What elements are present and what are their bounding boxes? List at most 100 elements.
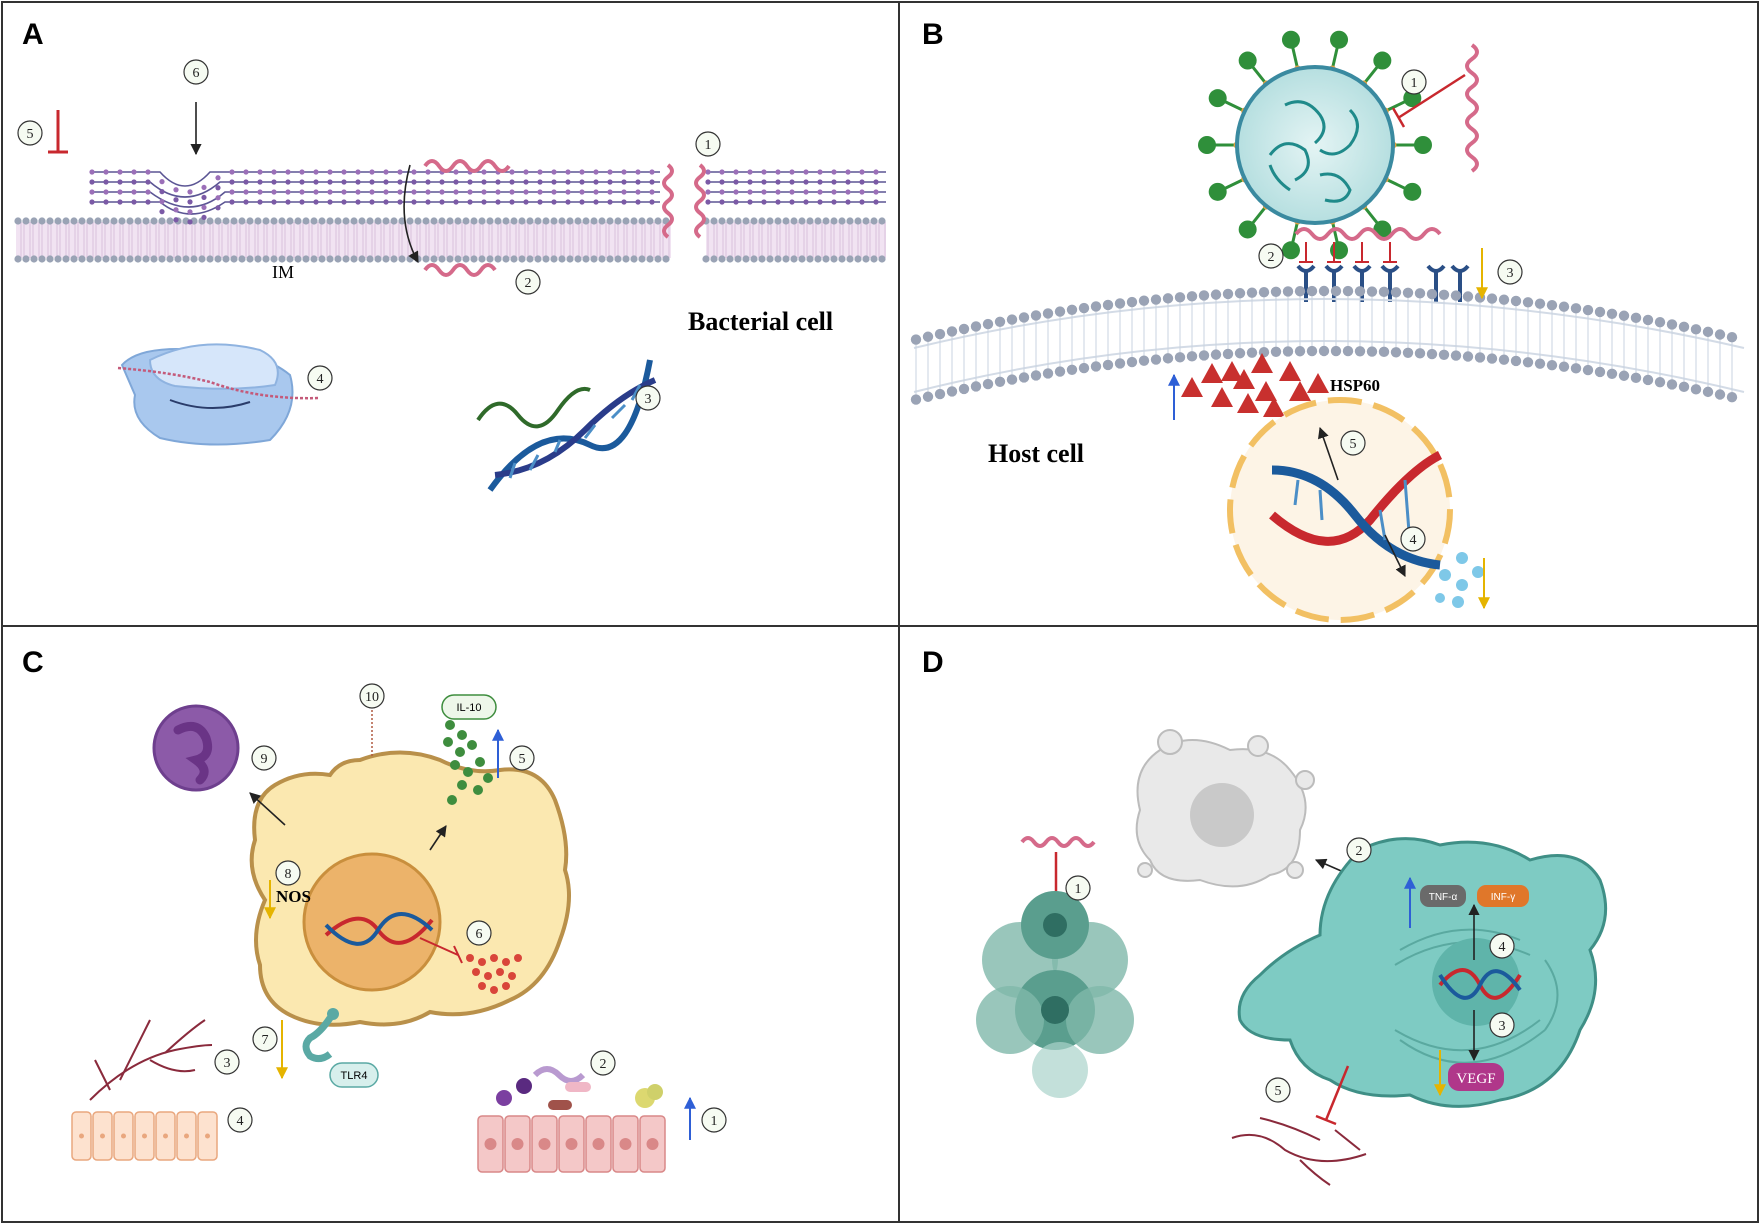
marker-b-4: 4 [1400,526,1426,552]
dna-helix-a [476,359,657,492]
host-membrane [910,285,1745,405]
gut-bacteria [496,1066,663,1110]
label-vegf: VEGF [1456,1071,1495,1087]
marker-c-4: 4 [227,1107,253,1133]
epithelium-right [477,1115,666,1173]
marker-b-2: 2 [1258,243,1284,269]
marker-c-9: 9 [251,745,277,771]
svg-text:8: 8 [285,867,292,882]
svg-text:2: 2 [600,1057,607,1072]
tlr4-receptor [302,1008,339,1063]
blood-vessels-c [89,1019,213,1101]
svg-text:7: 7 [262,1033,269,1048]
inf-gamma-box [1477,885,1529,907]
label-hsp60: HSP60 [1330,376,1380,395]
receptor-blocks [1299,242,1397,263]
marker-c-6: 6 [466,920,492,946]
marker-d-5: 5 [1265,1077,1291,1103]
svg-text:2: 2 [525,276,532,291]
inhibition-symbol-a5 [48,110,68,154]
immune-cell-nucleus [1432,938,1520,1026]
marker-a-6: 6 [183,59,209,85]
arrow-b5 [1318,426,1339,481]
blood-vessels-d [1231,1117,1367,1186]
peptidoglycan-layers [90,171,886,215]
svg-text:4: 4 [317,372,324,387]
marker-c-7: 7 [252,1026,278,1052]
svg-text:5: 5 [1275,1084,1282,1099]
marker-a-1: 1 [695,131,721,157]
peptide-b1 [1465,43,1479,173]
svg-text:1: 1 [705,138,712,153]
label-inf: INF-γ [1491,892,1515,903]
tlr4-box [329,1062,379,1088]
panel-c: C [22,646,727,1173]
inner-membrane [14,217,886,263]
marker-c-1: 1 [701,1107,727,1133]
arrow-c-il10 [429,825,447,851]
hsp60-proteins [1181,353,1329,417]
svg-text:5: 5 [27,127,34,142]
marker-c-2: 2 [590,1050,616,1076]
svg-text:2: 2 [1356,844,1363,859]
marker-c-5: 5 [509,745,535,771]
svg-text:3: 3 [1499,1019,1506,1034]
svg-text:1: 1 [1075,882,1082,897]
svg-text:4: 4 [1410,533,1417,548]
panel-letter-b: B [922,18,944,51]
label-il10: IL-10 [456,702,481,714]
peptide-d1 [1020,836,1096,848]
label-tlr4: TLR4 [341,1070,368,1082]
arrow-c9 [249,792,286,826]
marker-a-3: 3 [635,385,661,411]
tumor-cell-cluster [976,891,1134,1098]
label-tnf: TNF-α [1429,892,1458,903]
label-im: IM [272,262,294,282]
panel-a: A IM Bacterial cell [14,18,886,492]
marker-c-10: 10 [359,683,385,709]
dna-helix-c [324,912,434,946]
translocated-peptide [423,263,497,277]
label-nos: NOS [276,887,311,906]
label-bacterial-cell: Bacterial cell [688,307,833,336]
il10-granules [443,720,493,805]
inhibition-b1 [1391,73,1466,128]
surface-peptide [423,159,511,173]
marker-d-1: 1 [1065,875,1091,901]
svg-text:6: 6 [476,927,483,942]
svg-text:9: 9 [261,752,268,767]
marker-a-4: 4 [307,365,333,391]
virus-particle [1198,30,1432,260]
pore-peptide-right [694,163,706,239]
vegf-box [1448,1063,1504,1091]
panel-letter-d: D [922,646,944,679]
svg-text:4: 4 [1499,940,1506,955]
panel-b: B [910,18,1745,623]
apoptotic-cell [1135,729,1315,888]
ribosome-illustration [117,343,321,446]
marker-d-4: 4 [1489,933,1515,959]
svg-text:2: 2 [1268,250,1275,265]
svg-text:10: 10 [365,690,379,705]
label-host-cell: Host cell [988,439,1084,468]
panel-letter-a: A [22,18,44,51]
neutrophil [152,704,240,792]
pore-peptide-left [662,163,674,239]
secreted-particles-b [1435,552,1484,608]
svg-text:3: 3 [1507,266,1514,281]
peptidoglycan-beads [89,169,879,225]
dna-helix-d [1438,968,1522,1000]
svg-text:3: 3 [224,1056,231,1071]
marker-d-2: 2 [1346,837,1372,863]
marker-b-3: 3 [1497,259,1523,285]
inhibition-d5 [1315,1065,1350,1126]
svg-text:4: 4 [237,1114,244,1129]
marker-a-5: 5 [17,120,43,146]
marker-c-8: 8 [275,860,301,886]
marker-d-3: 3 [1489,1012,1515,1038]
red-granules [466,954,522,994]
marker-b-5: 5 [1340,430,1366,456]
svg-text:3: 3 [645,392,652,407]
